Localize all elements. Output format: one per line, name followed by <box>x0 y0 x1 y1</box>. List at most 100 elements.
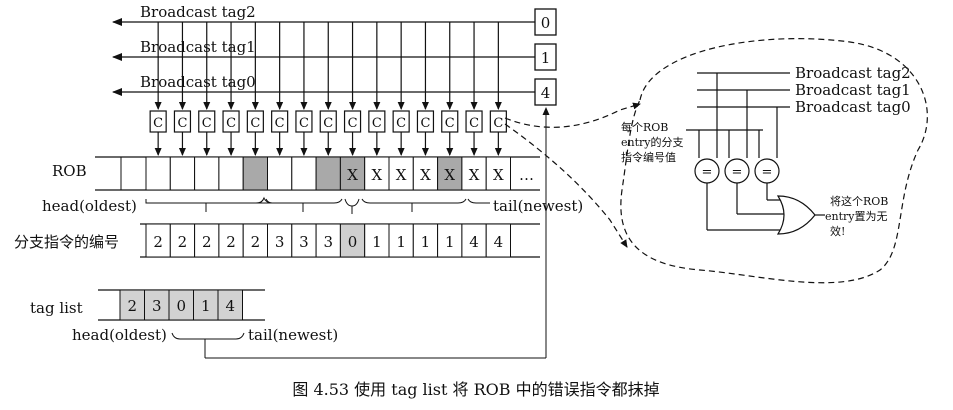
rob-entry <box>242 156 268 191</box>
comparator-label: C <box>323 116 333 131</box>
comparator-label: C <box>202 116 212 131</box>
broadcast-tag0-label: Broadcast tag0 <box>140 73 256 91</box>
branch-id-value: 1 <box>421 233 431 251</box>
branch-id-cell <box>364 223 390 258</box>
comparator-label: C <box>372 116 382 131</box>
equal-comparator-1: = <box>702 165 713 180</box>
comparator-label: C <box>396 116 406 131</box>
figure-caption: 图 4.53 使用 tag list 将 ROB 中的错误指令都抹掉 <box>292 380 659 399</box>
broadcast-bus: Broadcast tag2 Broadcast tag1 Broadcast … <box>112 3 535 96</box>
rob-entry-invalid-mark: X <box>347 166 358 184</box>
broadcast-tag-boxes: 0 1 4 <box>534 8 557 106</box>
detail-logic <box>686 72 825 235</box>
result-note-line1: 将这个ROB <box>830 194 888 208</box>
result-note-line3: 效! <box>830 224 845 238</box>
rob-entry <box>364 156 390 191</box>
rob-entry <box>315 156 341 191</box>
broadcast-tag1-label: Broadcast tag1 <box>140 38 256 56</box>
branch-id-value: 1 <box>445 233 455 251</box>
rob-entry-invalid-mark: X <box>372 166 383 184</box>
branch-id-cell <box>339 223 366 258</box>
rob-entry-invalid-mark: X <box>469 166 480 184</box>
branch-id-value: 2 <box>202 233 212 251</box>
rob-entry-invalid-mark: X <box>420 166 431 184</box>
rob-entry <box>194 156 220 191</box>
comparator-label: C <box>493 116 503 131</box>
comparator-label: C <box>445 116 455 131</box>
comparator-label: C <box>469 116 479 131</box>
tag-box-0 <box>534 8 557 36</box>
broadcast-tag2-label: Broadcast tag2 <box>140 3 256 21</box>
entry-note-line3: 指令编号值 <box>621 150 676 164</box>
comparator-label: C <box>250 116 260 131</box>
equal-comparator-3: = <box>762 165 773 180</box>
tag-list-brace <box>171 107 550 359</box>
branch-id-value: 2 <box>251 233 261 251</box>
rob-entry <box>218 156 244 191</box>
rob-entry <box>169 156 196 191</box>
detail-broadcast-tag2: Broadcast tag2 <box>795 64 911 82</box>
branch-id-value: 3 <box>299 233 309 251</box>
rob-tail-label: tail(newest) <box>493 197 583 215</box>
tag-list-cell <box>217 289 243 321</box>
detail-broadcast-tag1: Broadcast tag1 <box>795 81 911 99</box>
comparator-label: C <box>275 116 285 131</box>
rob-entry <box>145 156 171 191</box>
tag-list-value: 3 <box>152 297 162 315</box>
rob-label: ROB <box>52 162 87 180</box>
tag-box-1-value: 1 <box>541 49 551 67</box>
tag-list-tail-label: tail(newest) <box>248 326 338 344</box>
rob-entry <box>437 156 463 191</box>
branch-id-cell <box>145 223 171 258</box>
tag-list-cell <box>168 289 194 321</box>
branch-id-label: 分支指令的编号 <box>14 233 119 251</box>
rob-entry-invalid-mark: X <box>493 166 504 184</box>
rob-entry-invalid-mark: X <box>396 166 407 184</box>
branch-id-value: 2 <box>226 233 236 251</box>
branch-id-value: 3 <box>275 233 285 251</box>
branch-id-cell <box>412 223 439 258</box>
branch-id-value: 2 <box>178 233 188 251</box>
rob-group-braces <box>145 196 490 214</box>
rob-entry <box>339 156 366 191</box>
tag-box-4-value: 4 <box>541 84 551 102</box>
rob-entry-invalid-mark: X <box>444 166 455 184</box>
result-note-line2: entry置为无 <box>825 210 888 223</box>
tag-list-value: 4 <box>225 297 235 315</box>
comparator-label: C <box>153 116 163 131</box>
branch-id-value: 4 <box>469 233 479 251</box>
comparator-label: C <box>420 116 430 131</box>
comparator-label: C <box>226 116 236 131</box>
branch-id-cell <box>461 223 487 258</box>
branch-id-cell <box>437 223 463 258</box>
callout-connectors <box>504 102 641 248</box>
rob-entry <box>291 156 317 191</box>
rob-ellipsis: … <box>519 166 534 184</box>
tag-box-0-value: 0 <box>541 14 551 32</box>
comparator-label: C <box>299 116 309 131</box>
rob-entry <box>267 156 293 191</box>
comparator-label: C <box>177 116 187 131</box>
tag-list-cell <box>119 289 145 321</box>
rob-entry <box>485 156 512 191</box>
detail-cloud <box>620 38 928 284</box>
equal-comparator-2: = <box>732 165 743 180</box>
rob-entry <box>388 156 414 191</box>
branch-id-value: 0 <box>348 233 358 251</box>
branch-id-cell <box>242 223 268 258</box>
branch-id-value: 3 <box>323 233 333 251</box>
detail-broadcast-tag0: Broadcast tag0 <box>795 98 911 116</box>
tag-list-value: 0 <box>176 297 186 315</box>
branch-id-value: 4 <box>494 233 504 251</box>
tag-list-head-label: head(oldest) <box>72 326 167 344</box>
tag-list-value: 1 <box>201 297 211 315</box>
tag-list-value: 2 <box>127 297 137 315</box>
rob-head-label: head(oldest) <box>42 197 137 215</box>
branch-id-cell <box>388 223 414 258</box>
rob-entry <box>412 156 439 191</box>
tag-list-label: tag list <box>30 299 83 317</box>
